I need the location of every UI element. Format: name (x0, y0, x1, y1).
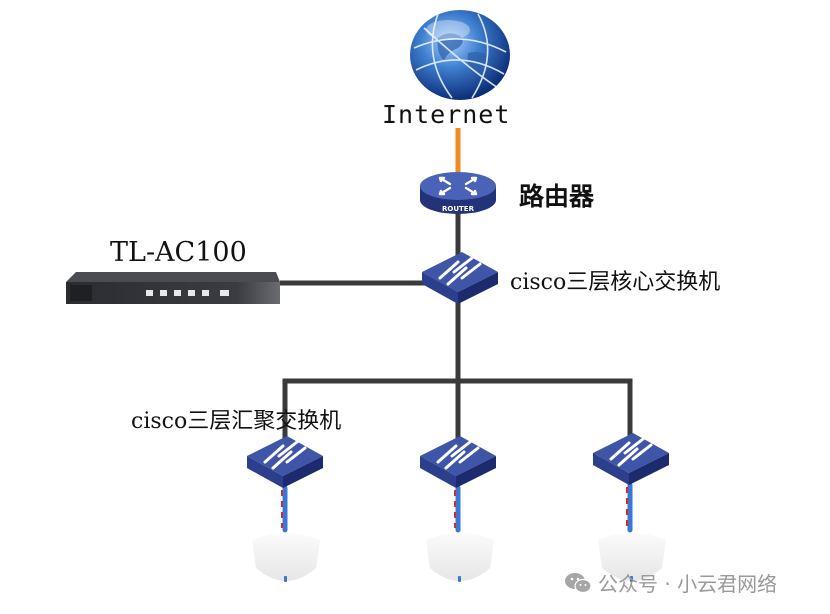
access-point-icon (426, 533, 494, 582)
wechat-icon (565, 572, 592, 593)
access-point-icon (252, 533, 320, 582)
access-point-1[interactable] (246, 528, 326, 590)
poe-link-3 (626, 482, 633, 533)
switch-icon (422, 252, 498, 304)
agg-switch-2[interactable] (415, 434, 499, 490)
agg-switch-1[interactable] (242, 434, 326, 490)
internet-label: Internet (382, 100, 511, 129)
router-badge: ROUTER (442, 205, 475, 213)
router-label: 路由器 (519, 182, 595, 211)
poe-link-1 (281, 485, 288, 533)
switch-icon (420, 436, 496, 488)
switch-icon (247, 436, 323, 488)
internet-node[interactable] (408, 8, 512, 102)
aggregation-switch-label: cisco三层汇聚交换机 (131, 409, 342, 434)
router-node[interactable]: ROUTER (418, 168, 498, 218)
poe-link-2 (454, 485, 461, 533)
ac-controller-node[interactable] (62, 268, 282, 308)
ac-controller-icon (66, 272, 280, 304)
core-switch-label: cisco三层核心交换机 (510, 270, 721, 295)
core-switch-node[interactable] (418, 250, 500, 306)
access-point-2[interactable] (420, 528, 500, 590)
watermark-text: 公众号 · 小云君网络 (598, 572, 778, 596)
access-point-3[interactable] (592, 528, 672, 590)
globe-icon (410, 10, 510, 100)
switch-icon (593, 433, 669, 485)
ac-controller-label: TL-AC100 (110, 237, 247, 268)
router-icon: ROUTER (420, 172, 496, 214)
agg-switch-3[interactable] (588, 431, 672, 487)
access-point-icon (598, 533, 666, 582)
watermark: 公众号 · 小云君网络 (564, 568, 777, 597)
